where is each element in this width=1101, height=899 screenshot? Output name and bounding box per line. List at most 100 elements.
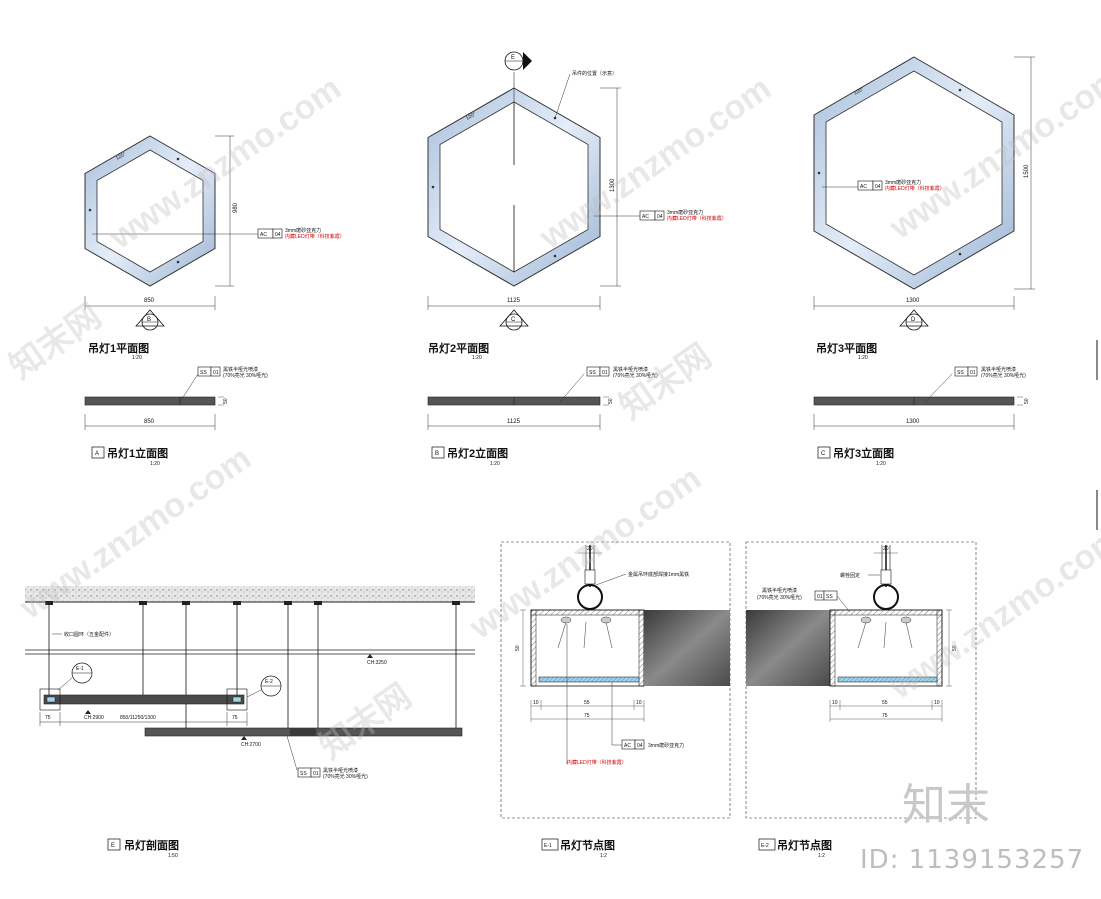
thick-dim: 50 — [1024, 398, 1030, 404]
note-red: 内藏LED灯带（科技紫霞） — [667, 215, 727, 222]
plan-scale: 1:20 — [132, 355, 142, 361]
tag-note: 3mm磨砂亚克力 — [648, 742, 684, 749]
width-dim: 1125 — [507, 298, 521, 304]
tag-code: AC — [860, 184, 867, 190]
elev-scale: 1:20 — [490, 461, 500, 467]
tag-code: SS — [826, 594, 833, 600]
callout-2: E-2 — [265, 679, 273, 685]
detail-scale: 1:2 — [818, 853, 825, 859]
detail-E2: 20 螺栓固定 黑铁半哑光喷漆 (70%亮光 30%哑光) 01 SS 50 1… — [745, 541, 977, 859]
tag-num: 01 — [213, 370, 219, 376]
note-2: (70%亮光 30%哑光) — [613, 372, 658, 379]
note-2: (70%亮光 30%哑光) — [757, 594, 802, 601]
dim-b: 55 — [584, 700, 590, 706]
dim-c: 10 — [934, 700, 940, 706]
elev-scale: 1:20 — [876, 461, 886, 467]
width-dim: 1300 — [906, 419, 920, 425]
watermark-cn: 知末网 — [3, 297, 108, 387]
width-dim: 850 — [144, 298, 155, 304]
angle-label: 120° — [853, 86, 865, 96]
tag-num: 04 — [275, 232, 281, 238]
dim-total: 75 — [882, 713, 888, 719]
plan-3: 120° 1500 1300 AC 04 3mm磨砂亚克力 内藏LED灯带（科技… — [813, 56, 1035, 361]
tag-num: 01 — [817, 594, 823, 600]
dim-a: 10 — [832, 700, 838, 706]
note-1: 黑铁半哑光喷漆 — [323, 767, 358, 774]
tag-num: 04 — [637, 743, 643, 749]
watermark-cn: 知末网 — [613, 337, 718, 427]
thick-dim: 50 — [223, 398, 229, 404]
ch3: CH:2700 — [241, 742, 261, 748]
dim-c: 10 — [636, 700, 642, 706]
callout-1: E-1 — [76, 666, 84, 672]
note-2: (70%亮光 30%哑光) — [981, 372, 1026, 379]
detail-title: 吊灯节点图 — [560, 838, 615, 852]
asset-id: ID: 1139153257 — [860, 845, 1084, 875]
detail-E1: 20 金属吊环底部焊接1mm黑铁 50 10 55 10 75 AC 04 3m… — [500, 541, 731, 859]
elevation-C: SS 01 黑铁半哑光喷漆 (70%亮光 30%哑光) 50 1300 C 吊灯… — [813, 366, 1030, 467]
section-title: 吊灯剖面图 — [124, 838, 179, 852]
section-scale: 1:50 — [168, 853, 178, 859]
tag-code: SS — [957, 370, 964, 376]
height-dim: 1300 — [610, 178, 616, 192]
section-letter: E — [111, 843, 115, 849]
note-1: 黑铁半哑光喷漆 — [223, 366, 258, 373]
section-marker: D — [911, 317, 916, 323]
dim-side2: 75 — [232, 715, 238, 721]
detail-letter: E-1 — [544, 843, 552, 849]
note-main: 3mm磨砂亚克力 — [285, 227, 321, 234]
detail-scale: 1:2 — [600, 853, 607, 859]
tag-code: SS — [200, 370, 207, 376]
dim-h: 50 — [952, 645, 958, 651]
top-dim: 20 — [587, 546, 593, 552]
width-dim: 1300 — [906, 298, 920, 304]
elev-title: 吊灯3立面图 — [833, 446, 894, 460]
tag-code: SS — [300, 771, 307, 777]
top-marker: E — [511, 55, 515, 61]
tag-num: 04 — [875, 184, 881, 190]
ring-note: 收口圆环（五金配件） — [64, 631, 114, 638]
plan-scale: 1:20 — [858, 355, 868, 361]
plan-title: 吊灯1平面图 — [88, 341, 149, 355]
height-dim: 1500 — [1024, 164, 1030, 178]
ch2: CH:2900 — [84, 715, 104, 721]
plan-title: 吊灯2平面图 — [428, 341, 489, 355]
dim-b: 55 — [882, 700, 888, 706]
angle-label: 120° — [115, 151, 127, 161]
detail-letter: E-2 — [761, 843, 769, 849]
note-1: 黑铁半哑光喷漆 — [981, 366, 1016, 373]
tag-num: 04 — [657, 214, 663, 220]
plan-2: 120° E 吊件的位置（示意） 1300 1125 AC 04 3mm磨砂亚克… — [427, 51, 727, 361]
width-dim: 850 — [144, 419, 155, 425]
dim-side: 75 — [45, 715, 51, 721]
plan-scale: 1:20 — [472, 355, 482, 361]
dim-total: 75 — [584, 713, 590, 719]
plan-1: 120° 980 850 AC 04 3mm磨砂亚克力 内藏LED灯带（科技紫霞… — [84, 135, 345, 361]
angle-label: 120° — [465, 111, 477, 121]
tag-num: 01 — [970, 370, 976, 376]
red-note: 内藏LED灯带（科技紫霞） — [567, 759, 627, 766]
tag-code: AC — [624, 743, 631, 749]
elev-title: 吊灯2立面图 — [447, 446, 508, 460]
height-dim: 980 — [233, 202, 239, 213]
note-top: 金属吊环底部焊接1mm黑铁 — [628, 571, 689, 578]
section-marker: C — [511, 317, 516, 323]
width-dim: 1125 — [507, 419, 521, 425]
note-2: (70%亮光 30%哑光) — [323, 773, 368, 780]
dim-a: 10 — [533, 700, 539, 706]
note-main: 3mm磨砂亚克力 — [667, 209, 703, 216]
note-2: (70%亮光 30%哑光) — [223, 372, 268, 379]
tag-code: SS — [589, 370, 596, 376]
elevation-A: SS 01 黑铁半哑光喷漆 (70%亮光 30%哑光) 50 850 A 吊灯1… — [84, 366, 268, 467]
dim-h: 50 — [515, 645, 521, 651]
note-1: 黑铁半哑光喷漆 — [762, 587, 797, 594]
note-red: 内藏LED灯带（科技紫霞） — [285, 233, 345, 240]
note-top: 螺栓固定 — [840, 572, 860, 579]
ch1: CH:3250 — [367, 660, 387, 666]
brand-logo-text: 知末 — [902, 780, 990, 831]
tag-code: AC — [260, 232, 267, 238]
elev-title: 吊灯1立面图 — [107, 446, 168, 460]
note-1: 黑铁半哑光喷漆 — [613, 366, 648, 373]
tag-code: AC — [642, 214, 649, 220]
plan-title: 吊灯3平面图 — [816, 341, 877, 355]
